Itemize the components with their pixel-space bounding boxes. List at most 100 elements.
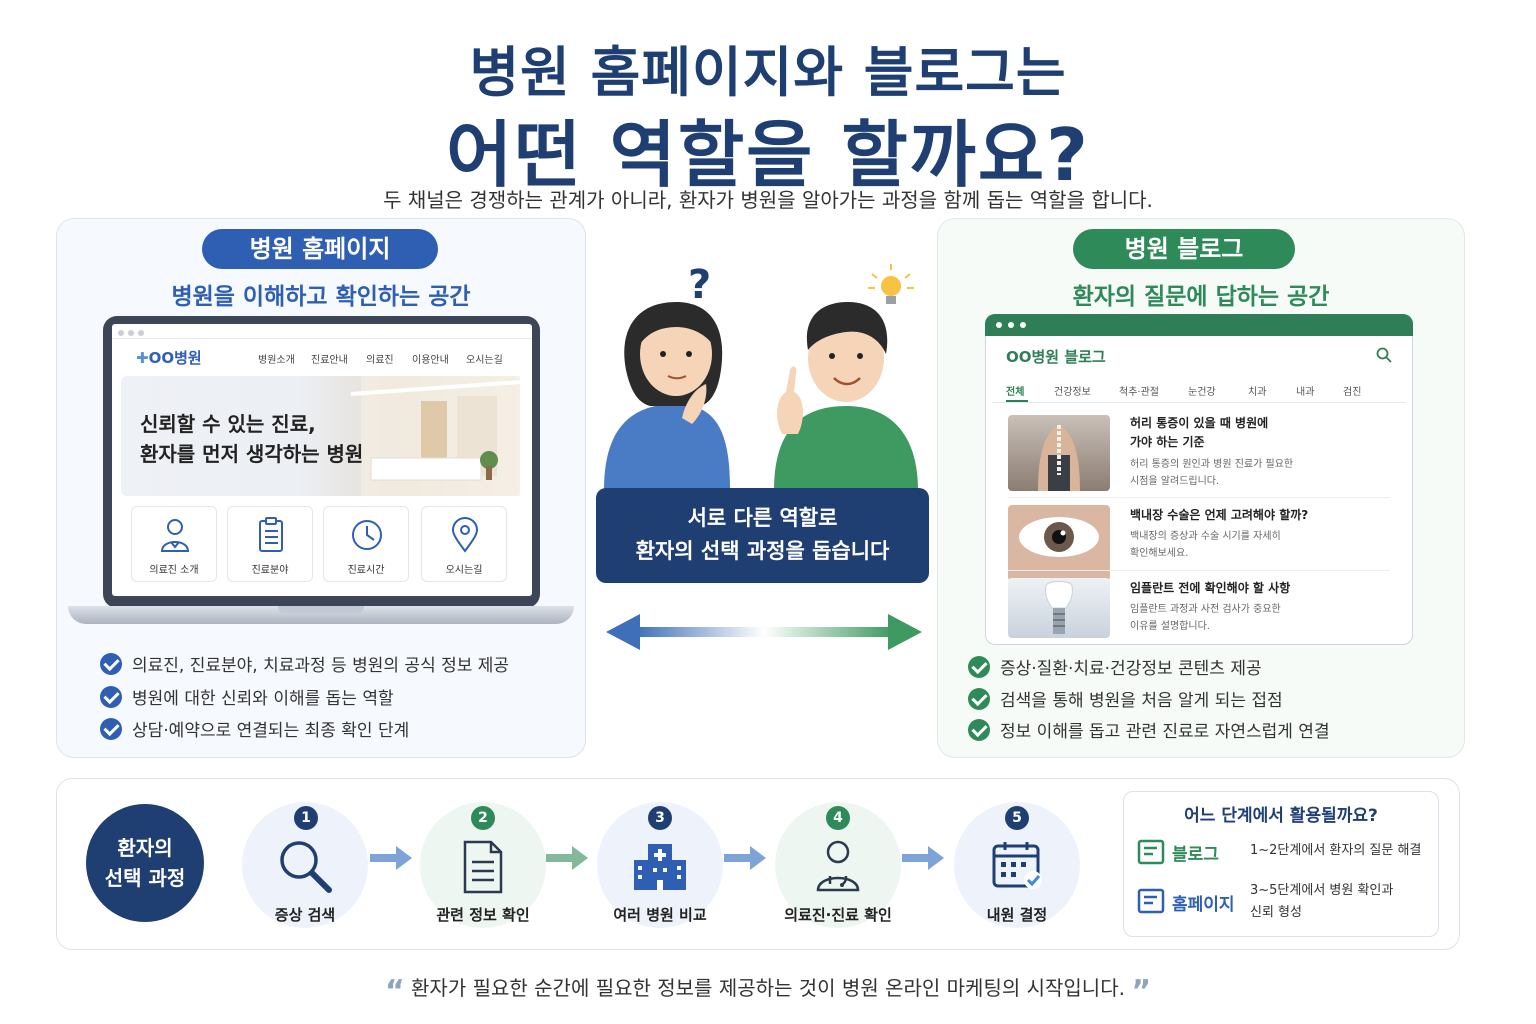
eye-illustration	[1019, 517, 1099, 557]
doctor-icon	[160, 519, 190, 552]
hospital-logo[interactable]: ✚OO병원	[136, 347, 202, 368]
step-label: 증상 검색	[274, 906, 336, 924]
blog-point: 검색을 통해 병원을 처음 알게 되는 접점	[968, 686, 1283, 711]
post-divider	[1008, 497, 1390, 498]
window-dot	[1020, 322, 1026, 328]
usage-homepage-desc-line: 신뢰 형성	[1250, 905, 1302, 920]
location-pin-icon	[451, 517, 479, 553]
footer-quote: “ 환자가 필요한 순간에 필요한 정보를 제공하는 것이 병원 온라인 마케팅…	[0, 972, 1536, 1009]
homepage-doc-icon	[1137, 888, 1165, 914]
hospital-logo-text: OO병원	[148, 349, 202, 367]
post-title[interactable]: 백내장 수술은 언제 고려해야 할까?	[1130, 506, 1308, 525]
blog-tab[interactable]: 검진	[1343, 387, 1362, 398]
post-thumbnail-eye[interactable]	[1008, 505, 1110, 581]
hero-headline-line2: 환자를 먼저 생각하는 병원	[140, 442, 364, 466]
search-icon[interactable]	[1376, 347, 1392, 363]
step-number: 2	[471, 806, 495, 830]
post-title[interactable]: 임플란트 전에 확인해야 할 사항	[1130, 579, 1290, 598]
open-quote-icon: “	[384, 974, 405, 1009]
site-nav-item[interactable]: 병원소개	[258, 355, 295, 366]
blog-doc-icon	[1137, 839, 1165, 865]
post-title-line: 백내장 수술은 언제 고려해야 할까?	[1130, 508, 1309, 522]
center-message-line1: 서로 다른 역할로	[687, 506, 838, 530]
people-illustration	[604, 264, 918, 490]
quick-link-location[interactable]: 오시는길	[421, 506, 507, 582]
step-label: 내원 결정	[986, 906, 1048, 924]
page-title-line2: 어떤 역할을 할까요?	[446, 113, 1090, 197]
blog-title-bar	[985, 314, 1413, 336]
homepage-point-text: 의료진, 진료분야, 치료과정 등 병원의 공식 정보 제공	[132, 656, 510, 676]
step-number: 3	[648, 806, 672, 830]
homepage-badge: 병원 홈페이지	[202, 229, 438, 269]
usage-box	[1123, 791, 1439, 937]
homepage-point-text: 병원에 대한 신뢰와 이해를 돕는 역할	[132, 689, 394, 709]
post-thumbnail-implant[interactable]	[1008, 578, 1110, 638]
homepage-point: 상담·예약으로 연결되는 최종 확인 단계	[100, 716, 409, 741]
post-desc-line: 시점을 알려드립니다.	[1130, 476, 1220, 487]
quick-link-label: 진료분야	[251, 565, 289, 576]
clock-icon	[352, 520, 382, 550]
check-icon	[968, 718, 990, 741]
step-arrow-icon	[370, 846, 412, 870]
usage-title: 어느 단계에서 활용될까요?	[1184, 806, 1378, 826]
blog-tab[interactable]: 치과	[1248, 387, 1267, 398]
quick-link-doctors[interactable]: 의료진 소개	[131, 506, 217, 582]
center-message-box: 서로 다른 역할로 환자의 선택 과정을 돕습니다	[596, 488, 929, 583]
step-number: 5	[1005, 806, 1029, 830]
hospital-building-icon	[634, 844, 686, 890]
check-icon	[968, 655, 990, 678]
spine-illustration	[1038, 425, 1080, 491]
window-dot	[118, 330, 124, 336]
check-icon	[100, 685, 122, 708]
quick-link-departments[interactable]: 진료분야	[227, 506, 313, 582]
document-icon	[463, 840, 503, 894]
page-subtitle: 두 채널은 경쟁하는 관계가 아니라, 환자가 병원을 알아가는 과정을 함께 …	[383, 188, 1153, 212]
post-divider	[1008, 570, 1390, 571]
window-dot	[1008, 322, 1014, 328]
calendar-check-icon	[992, 842, 1042, 889]
doctor-icon	[816, 840, 860, 892]
laptop-base	[68, 606, 574, 624]
clipboard-icon	[259, 517, 283, 552]
site-nav-item[interactable]: 이용안내	[412, 355, 449, 366]
window-dot	[996, 322, 1002, 328]
check-icon	[100, 652, 122, 675]
browser-divider	[112, 338, 532, 339]
post-title-line: 임플란트 전에 확인해야 할 사항	[1130, 581, 1291, 595]
process-title: 환자의 선택 과정	[86, 804, 204, 922]
post-desc-line: 확인해보세요.	[1130, 548, 1189, 559]
man-body	[774, 406, 918, 490]
blog-point-text: 검색을 통해 병원을 처음 알게 되는 접점	[1000, 691, 1283, 711]
blog-logo[interactable]: OO병원 블로그	[1006, 348, 1106, 366]
magnifier-icon	[280, 841, 332, 893]
question-mark-icon: ?	[688, 262, 712, 308]
usage-homepage-desc-line: 3~5단계에서 병원 확인과	[1250, 883, 1394, 898]
blog-tab-all[interactable]: 전체	[1006, 387, 1025, 398]
post-desc-line: 임플란트 과정과 사전 검사가 중요한	[1130, 604, 1281, 615]
site-nav-item[interactable]: 오시는길	[466, 355, 503, 366]
usage-homepage-name: 홈페이지	[1172, 895, 1235, 915]
blog-point: 증상·질환·치료·건강정보 콘텐츠 제공	[968, 654, 1262, 679]
medical-cross-icon: ✚	[136, 349, 149, 367]
site-nav-item[interactable]: 의료진	[366, 355, 394, 366]
step-label: 여러 병원 비교	[613, 906, 707, 924]
post-title-line: 가야 하는 기준	[1130, 435, 1205, 449]
step-5	[954, 802, 1080, 928]
window-dot	[138, 330, 144, 336]
blog-tab[interactable]: 내과	[1296, 387, 1315, 398]
post-desc-line: 허리 통증의 원인과 병원 진료가 필요한	[1130, 459, 1294, 470]
post-thumbnail-back[interactable]	[1008, 415, 1110, 491]
blog-point-text: 증상·질환·치료·건강정보 콘텐츠 제공	[1000, 659, 1262, 679]
blog-tab[interactable]: 건강정보	[1054, 387, 1091, 398]
window-dot	[128, 330, 134, 336]
site-nav-item[interactable]: 진료안내	[311, 355, 348, 366]
check-icon	[968, 687, 990, 710]
step-label: 의료진·진료 확인	[784, 906, 892, 924]
blog-tab[interactable]: 척추·관절	[1119, 387, 1159, 398]
tooth-implant-illustration	[1045, 581, 1073, 634]
blog-tab[interactable]: 눈건강	[1188, 387, 1216, 398]
quick-link-hours[interactable]: 진료시간	[323, 506, 409, 582]
